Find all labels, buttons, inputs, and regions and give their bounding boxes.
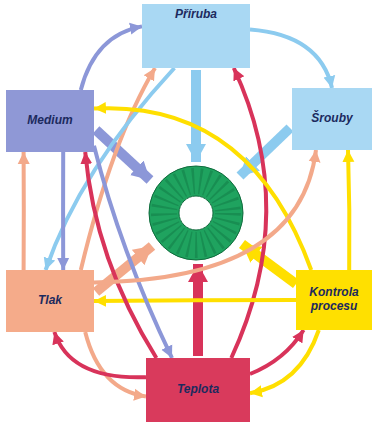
influence-arrow <box>94 150 316 282</box>
influence-arrow <box>348 150 349 270</box>
influence-arrow <box>61 152 65 270</box>
influence-arrow <box>85 152 156 358</box>
influence-arrow <box>94 146 172 358</box>
influence-arrow <box>54 332 146 377</box>
process-control-box: Kontrola procesu <box>296 270 372 330</box>
influence-arrow <box>231 68 266 358</box>
influence-arrow <box>250 330 304 374</box>
node-label: Příruba <box>175 8 217 22</box>
bolts-box: Šrouby <box>292 88 372 150</box>
flange-box: Příruba <box>142 4 250 68</box>
influence-arrow <box>250 330 319 393</box>
node-label: Teplota <box>177 383 219 397</box>
temperature-box: Teplota <box>146 358 250 422</box>
node-label: Šrouby <box>311 112 352 126</box>
influence-arrow <box>250 30 332 88</box>
node-label: Medium <box>27 114 72 128</box>
node-label: Kontrola procesu <box>300 286 368 314</box>
node-label: Tlak <box>38 294 62 308</box>
pressure-box: Tlak <box>6 270 94 332</box>
influence-arrow <box>81 26 142 90</box>
influence-arrow <box>22 152 26 270</box>
medium-box: Medium <box>6 90 94 152</box>
influence-arrow <box>85 332 146 396</box>
